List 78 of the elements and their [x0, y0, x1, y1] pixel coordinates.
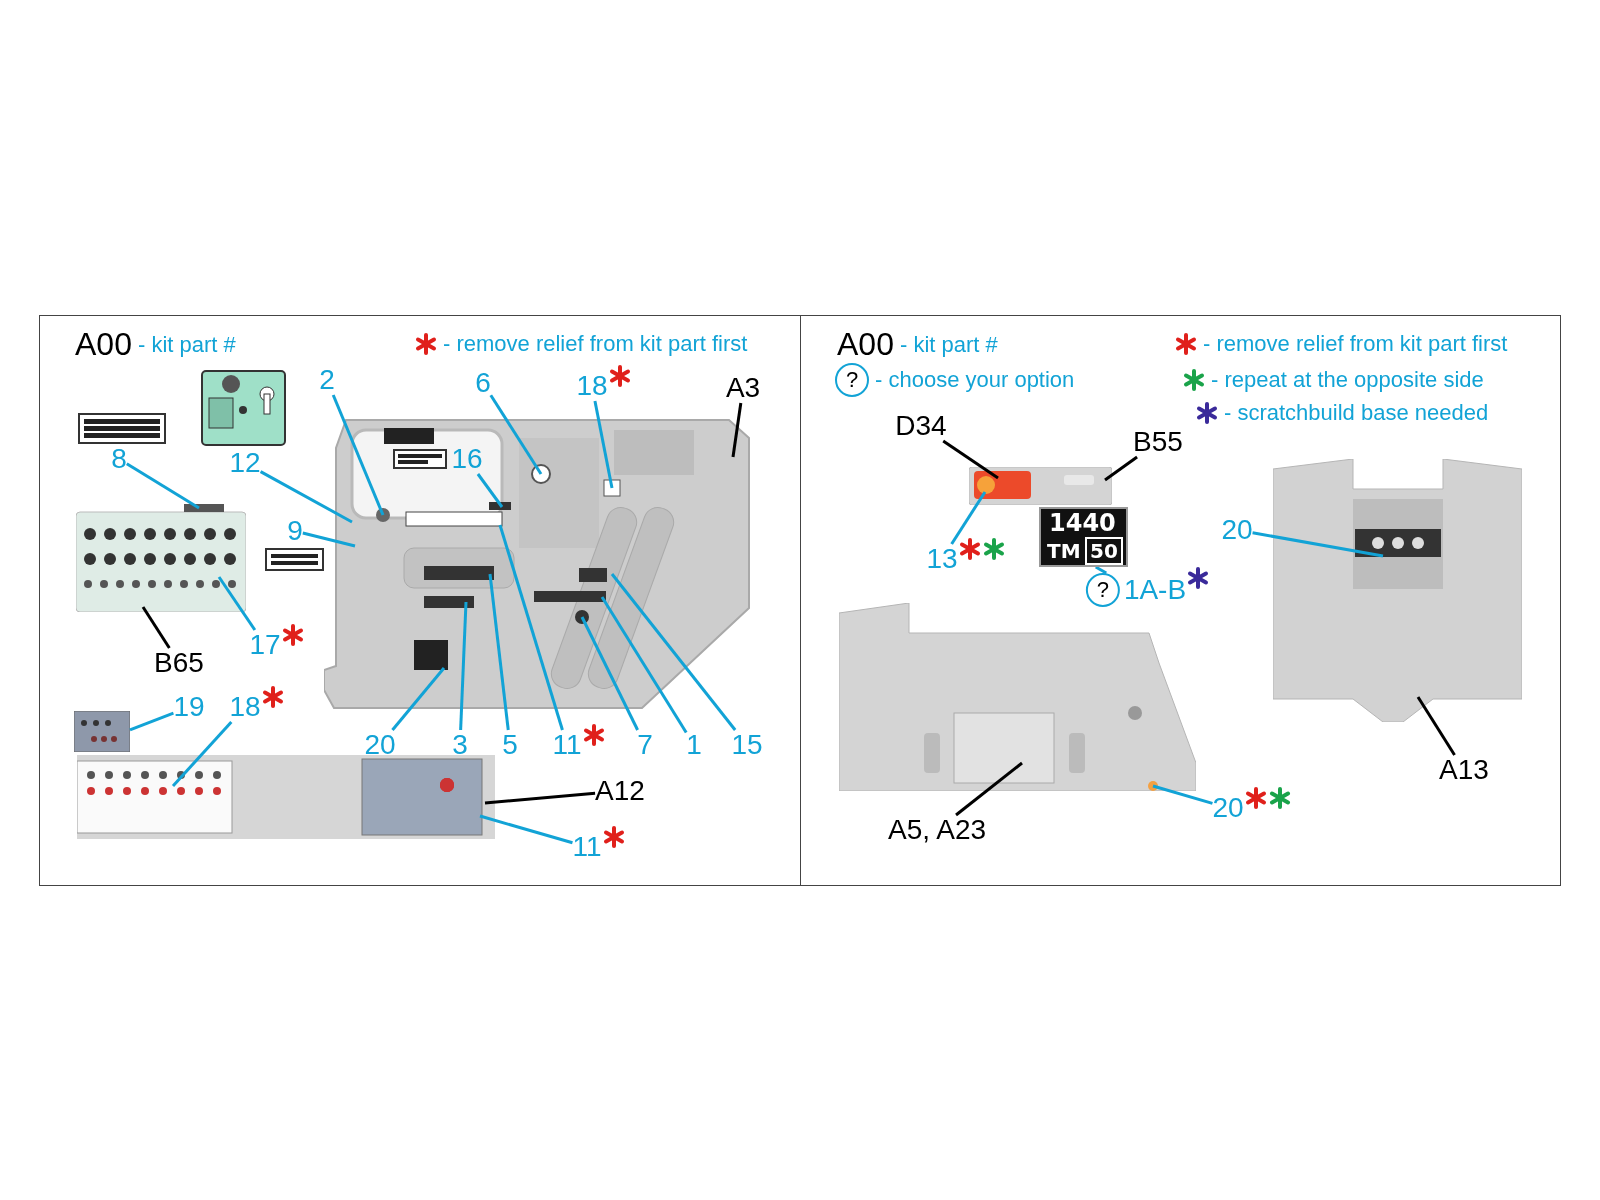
callout-number: 8 [111, 444, 127, 474]
legend-text: - kit part # [137, 331, 236, 357]
leader-line [484, 791, 596, 805]
leader-line [498, 524, 564, 731]
legend-text: - scratchbuild base needed [1224, 400, 1489, 426]
callout-number: 7 [637, 730, 653, 760]
leader-line [955, 761, 1023, 817]
number-plate [1039, 507, 1128, 567]
instrument-panel-drawing [76, 504, 246, 612]
legend-text: - kit part # [899, 331, 998, 357]
callout-number: 20 [364, 730, 396, 760]
leader-line [1152, 784, 1213, 805]
leader-line [1104, 455, 1138, 482]
part-number-label: A00 [75, 325, 132, 363]
callout-number: 11 [572, 832, 602, 862]
leader-line [489, 394, 543, 475]
plate-text: 50 [1085, 537, 1123, 565]
callout-number: 19 [173, 692, 205, 722]
part-number-label: D34 [895, 411, 947, 441]
leader-line [1095, 565, 1107, 575]
box-part-drawing [1273, 459, 1522, 722]
callout-number: 18 [576, 371, 608, 401]
leader-line [476, 473, 504, 508]
callout-number: 17 [249, 630, 281, 660]
leader-line [171, 721, 233, 787]
light-cluster-drawing [974, 471, 1031, 499]
part-number-label: B55 [1133, 427, 1183, 457]
leader-line [331, 394, 385, 516]
callout-number: 15 [731, 730, 763, 760]
part-number-label: A12 [595, 776, 645, 806]
leader-line [600, 596, 688, 734]
leader-line [391, 667, 446, 731]
callout-number: 13 [926, 544, 958, 574]
legend-text: - choose your option [875, 367, 1075, 393]
callout-number: 5 [502, 730, 518, 760]
callout-number: 11 [552, 730, 582, 760]
part-number-label: A13 [1439, 755, 1489, 785]
callout-number: 12 [229, 448, 261, 478]
callout-number: 3 [452, 730, 468, 760]
small-part-drawing [74, 711, 130, 752]
leader-line [488, 573, 510, 731]
part-number-label: A00 [837, 325, 894, 363]
callout-number: 6 [475, 368, 491, 398]
leader-line [610, 573, 737, 731]
console-part-drawing [77, 755, 495, 839]
leader-line [1416, 696, 1456, 756]
callout-number: 1 [686, 730, 702, 760]
leader-line [479, 814, 573, 845]
callout-number: 20 [1221, 515, 1253, 545]
callout-number: 18 [229, 692, 261, 722]
leader-line [593, 400, 614, 489]
part-number-label: B65 [154, 648, 204, 678]
bracket-part-drawing [969, 467, 1112, 505]
callout-number: 9 [287, 516, 303, 546]
legend-text: - repeat at the opposite side [1211, 367, 1484, 393]
plate-text: 1440 [1049, 511, 1116, 535]
leader-line [126, 462, 200, 510]
callout-number: 1A-B [1123, 575, 1187, 605]
part-number-label: A5, A23 [887, 815, 987, 845]
leader-line [942, 439, 999, 480]
leader-line [459, 601, 468, 731]
leader-line [950, 491, 987, 545]
callout-number: 16 [451, 444, 483, 474]
part-number-label: A3 [725, 373, 761, 403]
legend-text: - remove relief from kit part first [443, 331, 748, 357]
leader-line [129, 711, 174, 732]
plate-text: TM [1047, 539, 1081, 563]
leader-line [1252, 531, 1384, 558]
side-panel-drawing [839, 603, 1196, 791]
option-mark: ? [835, 363, 869, 397]
option-mark: ? [1085, 573, 1120, 607]
callout-number: 20 [1212, 793, 1244, 823]
leader-line [259, 470, 353, 524]
legend-text: - remove relief from kit part first [1203, 331, 1508, 357]
leader-line [302, 531, 356, 548]
leader-line [217, 576, 257, 631]
callout-number: 2 [319, 365, 335, 395]
leader-line [141, 606, 171, 649]
